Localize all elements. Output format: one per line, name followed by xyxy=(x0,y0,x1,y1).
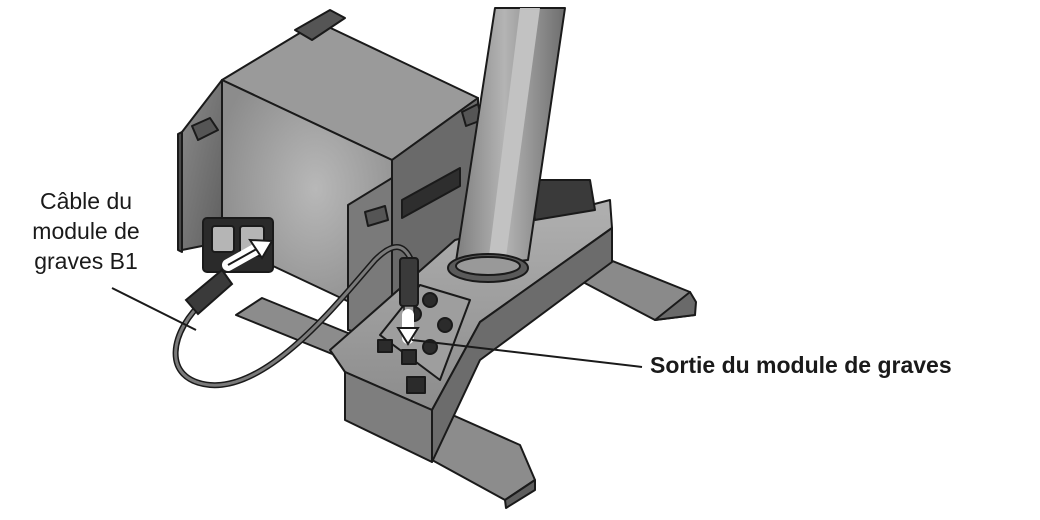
callout-bass-module-cable: Câble du module de graves B1 xyxy=(0,186,172,276)
callout-cable-line-1: Câble du xyxy=(39,188,133,214)
leader-line-output xyxy=(411,339,643,368)
callout-bass-module-output: Sortie du module de graves xyxy=(650,352,952,378)
callout-cable-line-2: module de xyxy=(32,218,140,244)
power-stand-base xyxy=(235,179,613,509)
insert-arrow-module xyxy=(222,238,274,271)
leader-line-cable xyxy=(111,287,197,331)
column-speaker xyxy=(447,7,566,283)
bass-module-cable xyxy=(172,244,419,389)
callout-cable-line-3: graves B1 xyxy=(34,248,138,274)
insert-arrow-base xyxy=(396,309,420,346)
